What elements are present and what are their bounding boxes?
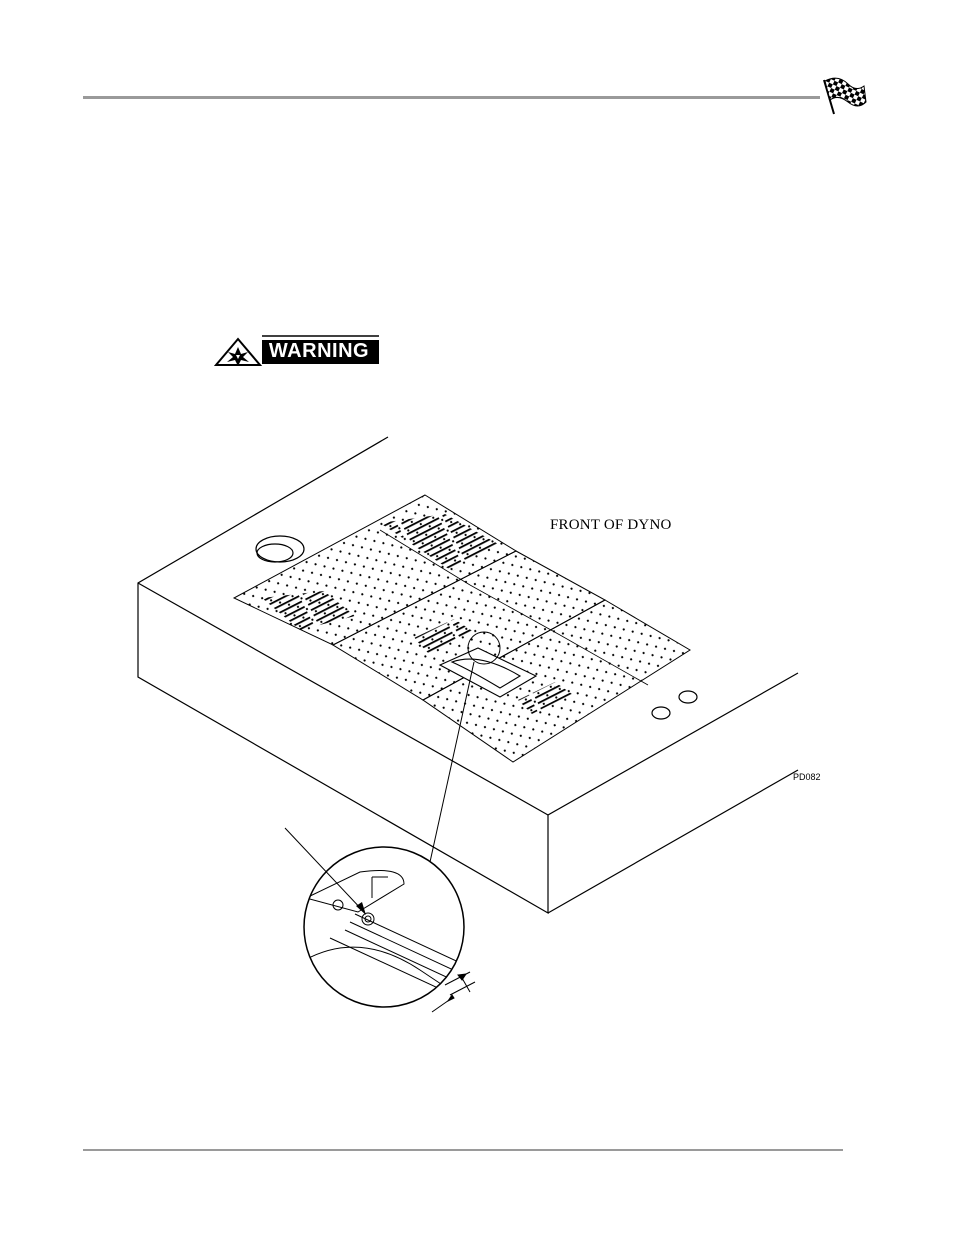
front-of-dyno-label: FRONT OF DYNO <box>550 517 672 534</box>
figure-code: PD082 <box>793 772 821 782</box>
footer-rule <box>83 1149 843 1151</box>
